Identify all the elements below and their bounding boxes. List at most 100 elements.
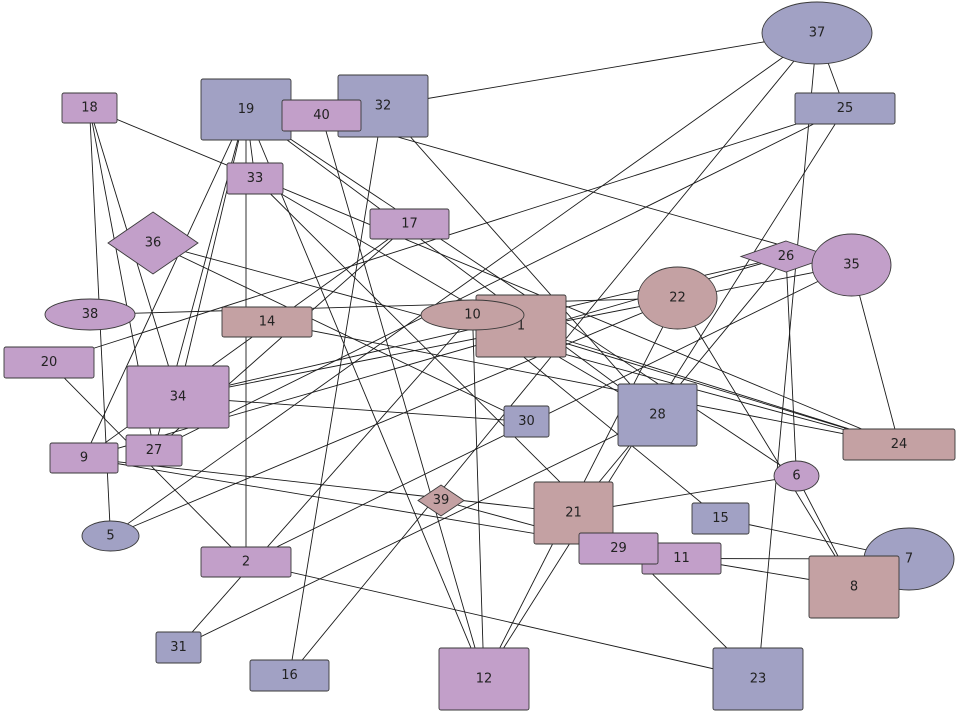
edge-19-28 (245, 109, 658, 416)
node-12-shape (438, 647, 530, 711)
node-29-label: 29 (610, 541, 627, 556)
node-27-shape (125, 434, 183, 467)
node-25-shape (794, 92, 896, 125)
node-34[interactable]: 34 (126, 365, 230, 429)
node-9-label: 9 (80, 451, 88, 466)
node-21[interactable]: 21 (533, 481, 614, 545)
edge-22-8 (677, 297, 855, 588)
node-16-label: 16 (281, 668, 298, 683)
node-33-shape (226, 162, 284, 195)
node-22-label: 22 (669, 291, 686, 306)
node-38-label: 38 (82, 307, 99, 322)
node-20[interactable]: 20 (3, 346, 95, 379)
node-14[interactable]: 14 (221, 306, 313, 338)
node-40[interactable]: 40 (281, 99, 362, 132)
node-21-shape (533, 481, 614, 545)
node-17-label: 17 (401, 217, 418, 232)
node-29[interactable]: 29 (578, 532, 659, 565)
node-31-label: 31 (170, 640, 187, 655)
edge-19-34 (177, 109, 247, 398)
node-24-shape (842, 428, 956, 461)
node-22[interactable]: 22 (637, 266, 718, 330)
node-10[interactable]: 10 (420, 299, 525, 331)
edge-37-23 (757, 32, 818, 680)
node-10-shape (420, 299, 525, 331)
node-15-label: 15 (712, 511, 729, 526)
edge-19-9 (83, 109, 247, 459)
node-38[interactable]: 38 (44, 298, 136, 331)
node-22-shape (637, 266, 718, 330)
edge-33-28 (254, 178, 658, 416)
edge-19-12 (245, 109, 485, 680)
node-28-shape (617, 383, 698, 447)
node-5-label: 5 (106, 529, 114, 544)
edge-31-10 (178, 314, 473, 648)
node-39-label: 39 (433, 493, 450, 508)
node-15-shape (691, 502, 750, 535)
node-5[interactable]: 5 (81, 520, 140, 552)
node-39[interactable]: 39 (417, 484, 465, 517)
node-30-shape (503, 405, 550, 438)
node-25[interactable]: 25 (794, 92, 896, 125)
node-36-label: 36 (145, 236, 162, 251)
node-19[interactable]: 19 (200, 78, 292, 141)
node-29-shape (578, 532, 659, 565)
edge-32-28 (382, 105, 658, 416)
node-24-label: 24 (891, 437, 908, 452)
edge-31-28 (178, 414, 658, 648)
node-26-label: 26 (778, 249, 795, 264)
node-24[interactable]: 24 (842, 428, 956, 461)
edge-9-8 (83, 457, 855, 588)
node-23-label: 23 (750, 672, 767, 687)
node-40-shape (281, 99, 362, 132)
node-17[interactable]: 17 (369, 208, 450, 240)
node-18-shape (61, 92, 118, 124)
node-36[interactable]: 36 (107, 211, 199, 275)
edge-40-12 (321, 115, 485, 680)
node-30[interactable]: 30 (503, 405, 550, 438)
node-39-shape (417, 484, 465, 517)
node-12-label: 12 (476, 672, 493, 687)
node-33[interactable]: 33 (226, 162, 284, 195)
edge-25-27 (153, 108, 846, 451)
node-34-label: 34 (170, 390, 187, 405)
edge-1-24 (520, 325, 900, 445)
node-11-label: 11 (673, 551, 690, 566)
node-20-label: 20 (41, 355, 58, 370)
node-12[interactable]: 12 (438, 647, 530, 711)
edge-32-16 (289, 105, 384, 676)
node-28[interactable]: 28 (617, 383, 698, 447)
edge-26-6 (785, 256, 797, 477)
node-6-label: 6 (792, 469, 800, 484)
node-9-shape (49, 442, 119, 474)
edge-2-23 (245, 561, 759, 680)
node-19-label: 19 (238, 102, 255, 117)
edge-14-24 (266, 321, 900, 445)
node-23[interactable]: 23 (712, 647, 804, 711)
node-15[interactable]: 15 (691, 502, 750, 535)
node-16-shape (249, 659, 330, 692)
node-9[interactable]: 9 (49, 442, 119, 474)
node-37[interactable]: 37 (761, 1, 873, 65)
node-37-label: 37 (809, 26, 826, 41)
node-35[interactable]: 35 (811, 233, 892, 297)
node-32-label: 32 (375, 99, 392, 114)
node-6-shape (773, 460, 820, 492)
node-11[interactable]: 11 (641, 542, 722, 575)
node-18[interactable]: 18 (61, 92, 118, 124)
node-2-label: 2 (242, 555, 250, 570)
node-8-shape (808, 555, 900, 619)
node-6[interactable]: 6 (773, 460, 820, 492)
edge-5-22 (110, 297, 678, 537)
node-38-shape (44, 298, 136, 331)
node-16[interactable]: 16 (249, 659, 330, 692)
node-31[interactable]: 31 (155, 631, 202, 664)
node-8[interactable]: 8 (808, 555, 900, 619)
node-18-label: 18 (81, 101, 98, 116)
node-27[interactable]: 27 (125, 434, 183, 467)
node-14-label: 14 (259, 315, 276, 330)
node-2[interactable]: 2 (200, 546, 292, 578)
edge-10-12 (472, 314, 485, 680)
